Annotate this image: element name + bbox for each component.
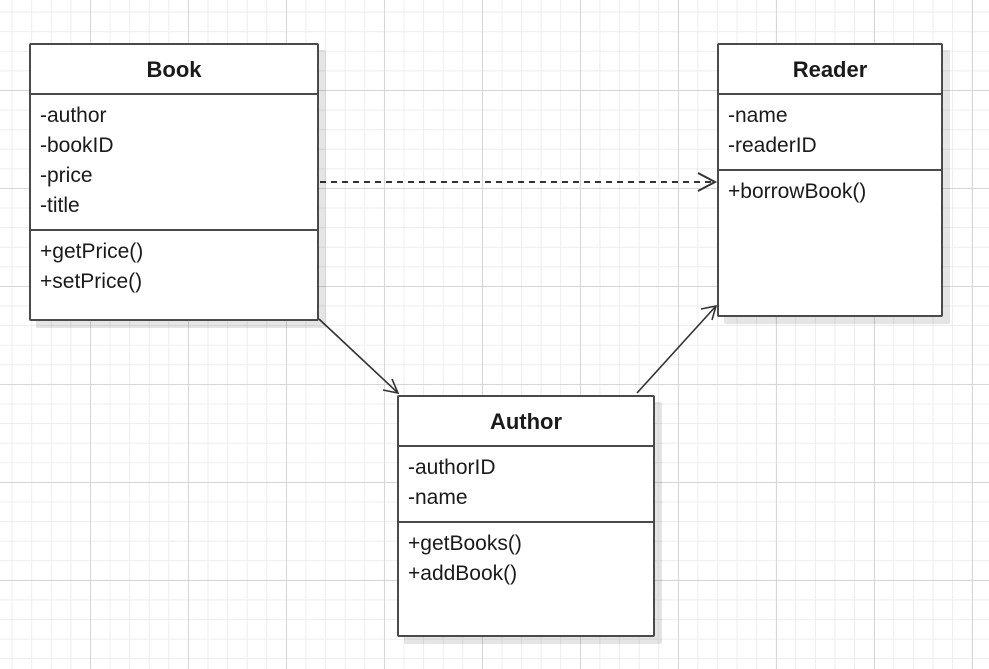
class-book-name: Book	[31, 45, 317, 95]
class-reader-attributes: -name -readerID	[719, 95, 941, 171]
class-book-attributes: -author -bookID -price -title	[31, 95, 317, 231]
attribute-title: -title	[40, 194, 80, 217]
attribute-authorid: -authorID	[408, 456, 496, 479]
method-borrowbook: +borrowBook()	[728, 180, 867, 203]
attribute-readerid: -readerID	[728, 134, 817, 157]
method-getprice: +getPrice()	[40, 240, 144, 263]
attribute-author: -author	[40, 104, 107, 127]
method-addbook: +addBook()	[408, 562, 518, 585]
class-book-methods: +getPrice() +setPrice()	[31, 231, 317, 303]
attribute-name: -name	[728, 104, 788, 127]
method-getbooks: +getBooks()	[408, 532, 522, 555]
class-author-methods: +getBooks() +addBook()	[399, 523, 653, 595]
method-setprice: +setPrice()	[40, 270, 143, 293]
class-reader[interactable]: Reader -name -readerID +borrowBook()	[717, 43, 943, 317]
class-reader-name: Reader	[719, 45, 941, 95]
attribute-bookid: -bookID	[40, 134, 114, 157]
relationship-author-to-reader[interactable]	[636, 304, 718, 394]
attribute-name: -name	[408, 486, 468, 509]
relationship-book-to-reader[interactable]	[320, 172, 718, 192]
class-reader-methods: +borrowBook()	[719, 171, 941, 213]
class-book[interactable]: Book -author -bookID -price -title +getP…	[29, 43, 319, 321]
class-author[interactable]: Author -authorID -name +getBooks() +addB…	[397, 395, 655, 637]
relationship-book-to-author[interactable]	[318, 318, 400, 395]
attribute-price: -price	[40, 164, 93, 187]
class-author-name: Author	[399, 397, 653, 447]
class-author-attributes: -authorID -name	[399, 447, 653, 523]
